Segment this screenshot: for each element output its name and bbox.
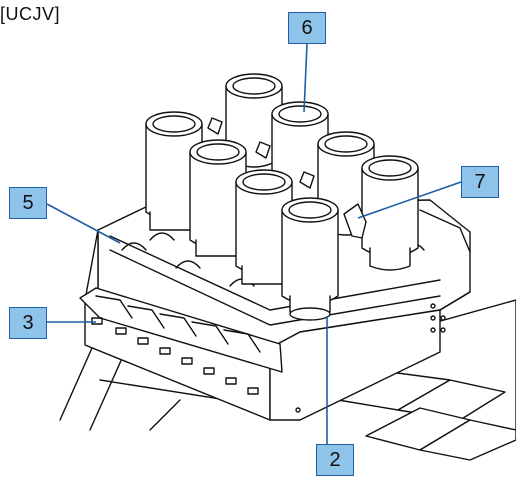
ink-bottle [145,111,203,231]
callout-5: 5 [9,187,47,219]
ink-bottle [281,197,339,321]
callout-3: 3 [9,307,47,339]
callout-2: 2 [316,444,354,476]
leader-line-5 [46,203,121,244]
figure-header-label: [UCJV] [0,4,61,24]
ink-bottle [361,155,419,271]
leader-line-7 [357,181,462,219]
ink-bottle [235,169,293,285]
callout-6: 6 [288,12,326,44]
lock-lever [207,117,367,239]
callout-7: 7 [461,166,499,198]
ink-bottle [189,139,247,257]
leader-line-6 [303,43,308,113]
